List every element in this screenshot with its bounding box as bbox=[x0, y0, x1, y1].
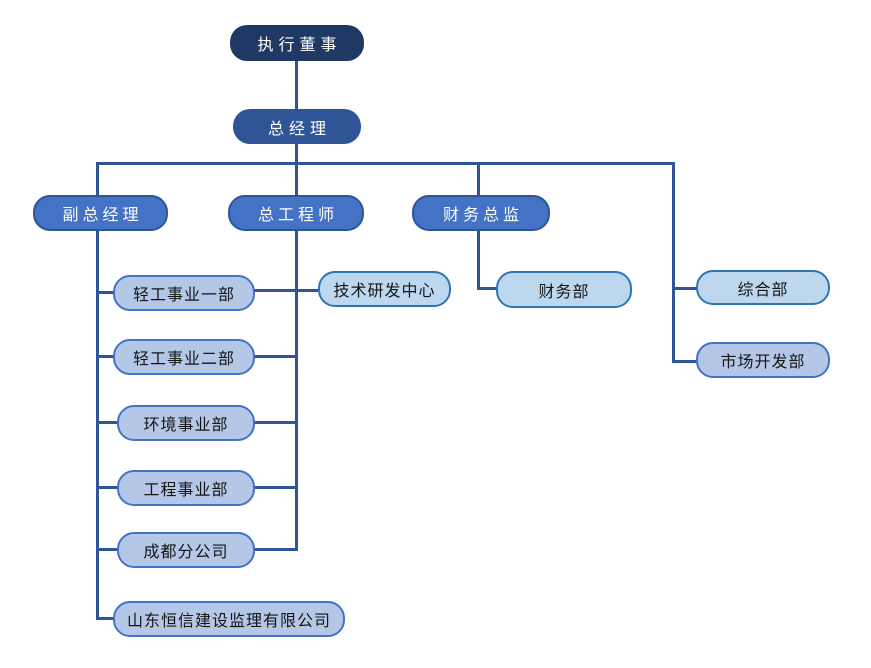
connector-exec-to-gm bbox=[295, 61, 298, 109]
org-node-finance-dept[interactable]: 财务部 bbox=[496, 271, 632, 308]
org-node-chief-engineer[interactable]: 总工程师 bbox=[228, 195, 364, 231]
org-node-shandong-hengxin-company[interactable]: 山东恒信建设监理有限公司 bbox=[113, 601, 345, 637]
connector-drop-finance-dir bbox=[477, 162, 480, 195]
connector-stub-eng-left bbox=[96, 486, 120, 489]
connector-chief-column bbox=[295, 231, 298, 551]
connector-stub-light1-left bbox=[96, 291, 116, 294]
connector-finance-dir-drop bbox=[477, 231, 480, 289]
connector-stub-general-affairs bbox=[672, 287, 698, 290]
connector-drop-deputy-gm bbox=[96, 162, 99, 195]
org-node-chengdu-branch[interactable]: 成都分公司 bbox=[117, 532, 255, 568]
connector-stub-env-right bbox=[253, 421, 297, 424]
connector-stub-env-left bbox=[96, 421, 120, 424]
org-node-light-industry-div-1[interactable]: 轻工事业一部 bbox=[113, 275, 255, 311]
connector-gm-to-hbar bbox=[295, 144, 298, 163]
connector-stub-chengdu-right bbox=[253, 548, 297, 551]
connector-stub-shandong-left bbox=[96, 617, 116, 620]
org-node-general-manager[interactable]: 总经理 bbox=[233, 109, 361, 144]
org-node-light-industry-div-2[interactable]: 轻工事业二部 bbox=[113, 339, 255, 375]
connector-deputy-column bbox=[96, 231, 99, 619]
connector-stub-eng-right bbox=[253, 486, 297, 489]
connector-stub-finance-dept bbox=[477, 287, 498, 290]
org-node-engineering-div[interactable]: 工程事业部 bbox=[117, 470, 255, 506]
org-node-environment-div[interactable]: 环境事业部 bbox=[117, 405, 255, 441]
connector-drop-chief-eng bbox=[295, 162, 298, 195]
org-node-executive-director[interactable]: 执行董事 bbox=[230, 25, 364, 61]
org-node-deputy-general-manager[interactable]: 副总经理 bbox=[33, 195, 168, 231]
connector-right-column bbox=[672, 162, 675, 362]
connector-stub-light2-right bbox=[253, 355, 297, 358]
connector-stub-chengdu-left bbox=[96, 548, 120, 551]
org-node-market-development-dept[interactable]: 市场开发部 bbox=[696, 342, 830, 378]
connector-stub-light2-left bbox=[96, 355, 116, 358]
org-node-finance-director[interactable]: 财务总监 bbox=[412, 195, 550, 231]
connector-stub-market-dev bbox=[672, 360, 698, 363]
connector-stub-light1-to-techrd bbox=[253, 289, 318, 292]
org-node-general-affairs-dept[interactable]: 综合部 bbox=[696, 270, 830, 305]
connector-main-hbar bbox=[96, 162, 675, 165]
org-node-tech-rd-center[interactable]: 技术研发中心 bbox=[318, 271, 451, 307]
